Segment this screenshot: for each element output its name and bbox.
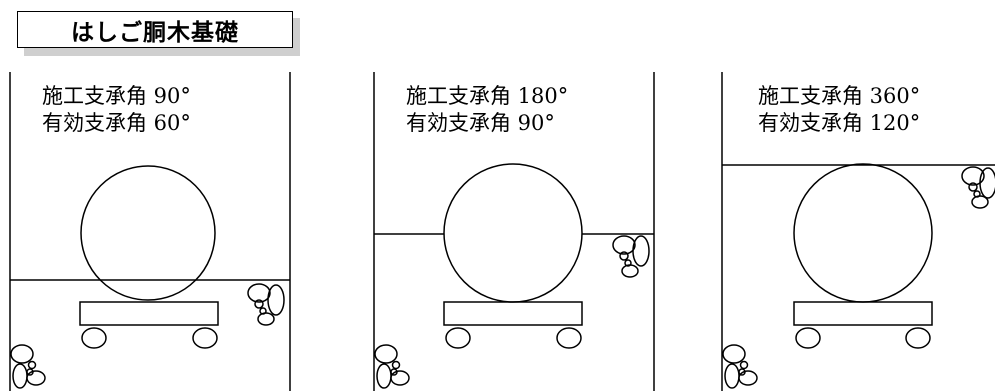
pipe — [793, 163, 933, 303]
diagram-title: はしご胴木基礎 — [17, 11, 293, 48]
sleeper-support — [795, 327, 821, 349]
sleeper-support — [556, 327, 582, 349]
sleeper-support — [81, 327, 107, 349]
ladder-sleeper — [443, 301, 583, 326]
pipe — [80, 165, 216, 301]
construction-angle-label: 施工支承角 180° — [406, 84, 568, 108]
gravel-symbol — [374, 344, 410, 389]
ladder-sleeper — [793, 301, 933, 326]
panel-3: 施工支承角 360° 有効支承角 120° — [721, 72, 995, 391]
effective-angle-label: 有効支承角 60° — [42, 111, 191, 135]
gravel-symbol — [10, 344, 46, 389]
sleeper-support — [192, 327, 218, 349]
effective-angle-label: 有効支承角 120° — [758, 111, 920, 135]
construction-angle-label: 施工支承角 90° — [42, 84, 191, 108]
gravel-symbol — [247, 283, 285, 326]
panel-2: 施工支承角 180° 有効支承角 90° — [373, 72, 655, 391]
gravel-symbol — [612, 235, 650, 278]
panel-1: 施工支承角 90° 有効支承角 60° — [9, 72, 291, 391]
construction-angle-label: 施工支承角 360° — [758, 84, 920, 108]
effective-angle-label: 有効支承角 90° — [406, 111, 555, 135]
gravel-symbol — [961, 166, 995, 209]
pipe — [443, 163, 583, 303]
sleeper-support — [905, 327, 931, 349]
gravel-symbol — [722, 344, 758, 389]
ladder-sleeper — [79, 301, 219, 326]
sleeper-support — [445, 327, 471, 349]
